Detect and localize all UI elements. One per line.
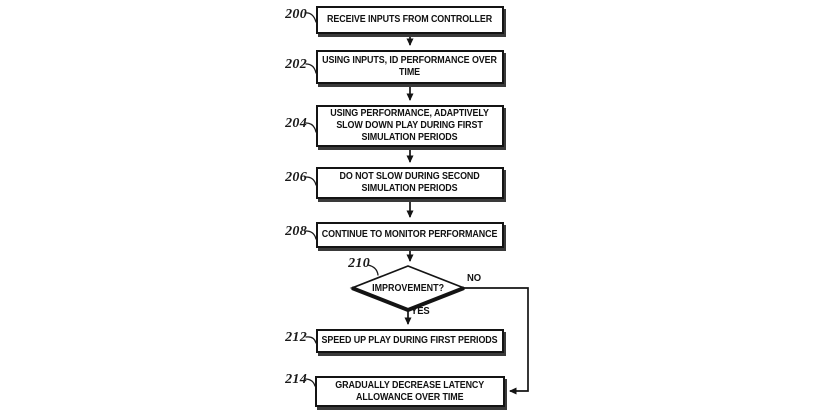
ref-label-208: 208 (285, 224, 307, 239)
flow-node-214-text: GRADUALLY DECREASE LATENCY ALLOWANCE OVE… (335, 378, 485, 403)
flow-node-202-text: USING INPUTS, ID PERFORMANCE OVER TIME (322, 54, 498, 78)
flow-node-214: GRADUALLY DECREASE LATENCY ALLOWANCE OVE… (315, 376, 505, 407)
flow-node-202: USING INPUTS, ID PERFORMANCE OVER TIME (316, 50, 504, 84)
ref-label-214: 214 (285, 372, 307, 387)
ref-label-204: 204 (285, 116, 307, 131)
flow-node-208: CONTINUE TO MONITOR PERFORMANCE (316, 222, 504, 248)
ref-label-200: 200 (285, 7, 307, 22)
ref-leader-lines (304, 12, 379, 387)
flow-node-212-text: SPEED UP PLAY DURING FIRST PERIODS (322, 334, 499, 347)
ref-label-206: 206 (285, 170, 307, 185)
decision-diamond (349, 265, 467, 313)
flow-node-206: DO NOT SLOW DURING SECOND SIMULATION PER… (316, 167, 504, 199)
flow-node-212: SPEED UP PLAY DURING FIRST PERIODS (316, 329, 504, 353)
flow-node-200-text: RECEIVE INPUTS FROM CONTROLLER (327, 13, 493, 26)
flow-node-200: RECEIVE INPUTS FROM CONTROLLER (316, 6, 504, 34)
flow-node-204-text: USING PERFORMANCE, ADAPTIVELY SLOW DOWN … (330, 107, 490, 143)
yes-branch-label: YES (411, 305, 430, 317)
no-branch-label: NO (467, 272, 482, 284)
ref-label-210: 210 (348, 256, 370, 271)
flow-node-204: USING PERFORMANCE, ADAPTIVELY SLOW DOWN … (316, 105, 504, 147)
ref-label-202: 202 (285, 57, 307, 72)
ref-label-212: 212 (285, 330, 307, 345)
flow-node-208-text: CONTINUE TO MONITOR PERFORMANCE (322, 228, 498, 241)
arrow-no-210-214 (464, 287, 529, 395)
flow-node-206-text: DO NOT SLOW DURING SECOND SIMULATION PER… (339, 170, 481, 194)
